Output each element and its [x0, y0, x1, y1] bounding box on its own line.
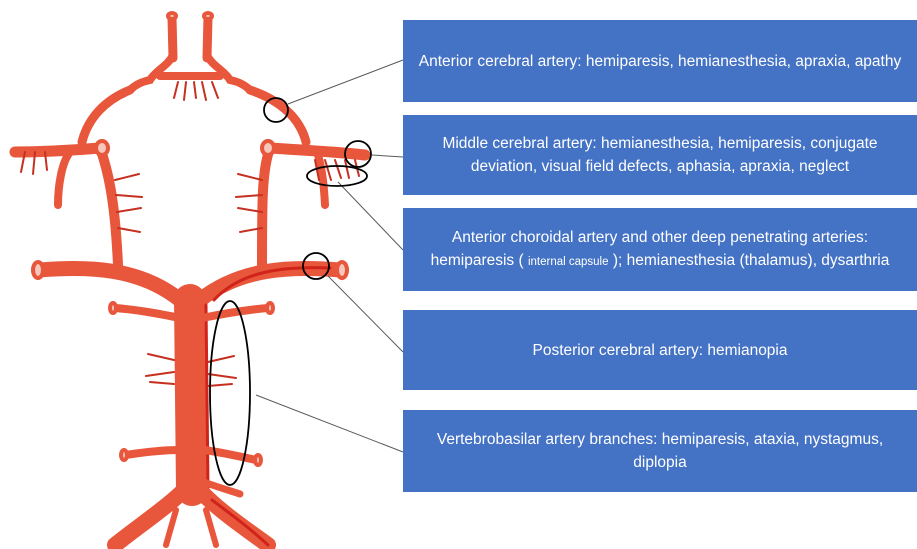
leader-lines — [256, 60, 403, 452]
anterior-choroidal-text-after: ); hemianesthesia (thalamus), dysarthria — [613, 252, 890, 269]
cut-end — [267, 303, 273, 313]
middle-cerebral-box: Middle cerebral artery: hemianesthesia, … — [403, 115, 917, 195]
cut-end — [255, 455, 261, 465]
anterior-cerebral-box: Anterior cerebral artery: hemiparesis, h… — [403, 20, 917, 102]
anterior-spinal-right — [206, 510, 216, 545]
basilar-artery — [190, 300, 192, 490]
posterior-cerebral-left — [40, 268, 180, 300]
lower-branch-right — [204, 450, 256, 460]
vertebrobasilar-text: Vertebrobasilar artery branches: hemipar… — [417, 428, 903, 474]
anterior-choroidal-text: Anterior choroidal artery and other deep… — [417, 226, 903, 274]
cut-end — [337, 262, 347, 278]
superior-cerebellar-left — [115, 308, 180, 318]
leader-line-middle-cerebral — [372, 155, 403, 157]
perforator — [174, 82, 218, 100]
middle-cerebral-left — [15, 148, 100, 152]
middle-cerebral-text: Middle cerebral artery: hemianesthesia, … — [417, 132, 903, 178]
anterior-choroidal-box: Anterior choroidal artery and other deep… — [403, 208, 917, 291]
anterior-cerebral-arch-left — [82, 90, 130, 142]
middle-cerebral-left-stub — [58, 152, 70, 205]
leader-line-vertebrobasilar — [256, 395, 403, 452]
basilar-highlight — [206, 305, 208, 488]
posterior-communicating-left — [100, 148, 118, 265]
cut-end — [204, 13, 212, 19]
cut-end — [262, 141, 274, 155]
posterior-cerebral-text: Posterior cerebral artery: hemianopia — [532, 339, 787, 362]
anterior-cerebral-text: Anterior cerebral artery: hemiparesis, h… — [419, 50, 901, 73]
posterior-cerebral-right — [200, 268, 340, 300]
posterior-communicating-right — [262, 148, 270, 265]
vertebral-highlight — [212, 500, 268, 545]
leader-line-posterior-cerebral — [328, 276, 403, 352]
cut-end — [168, 13, 176, 19]
perforator — [208, 356, 236, 386]
superior-cerebellar-right — [202, 308, 268, 318]
internal-capsule-text: internal capsule — [528, 256, 609, 268]
posterior-cerebral-box: Posterior cerebral artery: hemianopia — [403, 310, 917, 390]
cut-end — [33, 262, 43, 278]
anterior-spinal-left — [166, 510, 176, 545]
cut-end — [121, 450, 127, 460]
cut-end — [110, 303, 116, 313]
perforator — [146, 354, 174, 384]
cut-end — [96, 141, 108, 155]
leader-line-anterior-choroidal — [338, 182, 403, 250]
vertebrobasilar-box: Vertebrobasilar artery branches: hemipar… — [403, 410, 917, 492]
leader-line-anterior-cerebral — [288, 60, 403, 104]
lower-branch-left — [126, 450, 180, 455]
